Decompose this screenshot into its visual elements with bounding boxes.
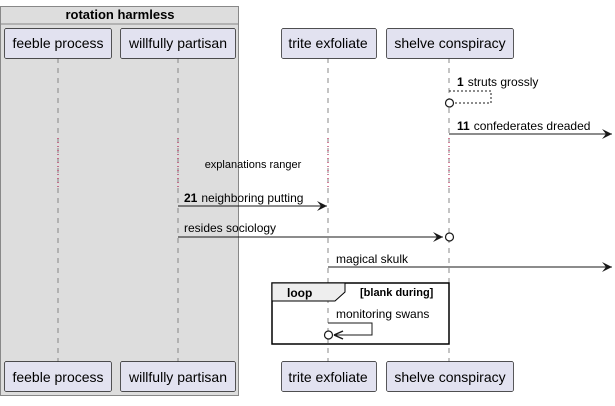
loop-guard: [blank during] (360, 287, 434, 299)
loop-keyword: loop (287, 286, 312, 300)
delay-dots (57, 138, 450, 190)
group-box (0, 6, 239, 396)
lost-circle (444, 98, 455, 108)
loop-tab (271, 282, 346, 302)
participant-label: trite exfoliate (288, 35, 368, 51)
participant-trite-exfoliate-bottom[interactable]: trite exfoliate (281, 361, 377, 392)
participant-shelve-conspiracy-top[interactable]: shelve conspiracy (386, 28, 514, 59)
participant-willfully-partisan-bottom[interactable]: willfully partisan (120, 361, 236, 392)
delay-label: explanations ranger (205, 159, 302, 171)
participant-feeble-process-bottom[interactable]: feeble process (4, 361, 112, 392)
participant-shelve-conspiracy-bottom[interactable]: shelve conspiracy (386, 361, 514, 392)
message-label: magical skulk (336, 252, 409, 266)
participant-label: willfully partisan (128, 369, 227, 385)
participant-label: willfully partisan (128, 35, 227, 51)
lost-circle (323, 330, 334, 340)
message-label: monitoring swans (336, 307, 429, 321)
participant-label: feeble process (12, 35, 103, 51)
participant-label: shelve conspiracy (394, 369, 505, 385)
participant-label: feeble process (12, 369, 103, 385)
participant-trite-exfoliate-top[interactable]: trite exfoliate (281, 28, 377, 59)
message-magical-skulk: magical skulk (328, 252, 612, 272)
message-label: resides sociology (184, 221, 276, 235)
message-self-monitoring-swans: monitoring swans (323, 307, 429, 340)
participant-label: trite exfoliate (288, 369, 368, 385)
message-resides-sociology: resides sociology (178, 221, 455, 242)
participant-feeble-process-top[interactable]: feeble process (4, 28, 112, 59)
participant-label: shelve conspiracy (394, 35, 505, 51)
group-title: rotation harmless (65, 7, 174, 22)
loop-fragment: loop [blank during] (271, 282, 450, 345)
target-circle (444, 232, 455, 242)
loop-box (271, 282, 450, 345)
participant-willfully-partisan-top[interactable]: willfully partisan (120, 28, 236, 59)
